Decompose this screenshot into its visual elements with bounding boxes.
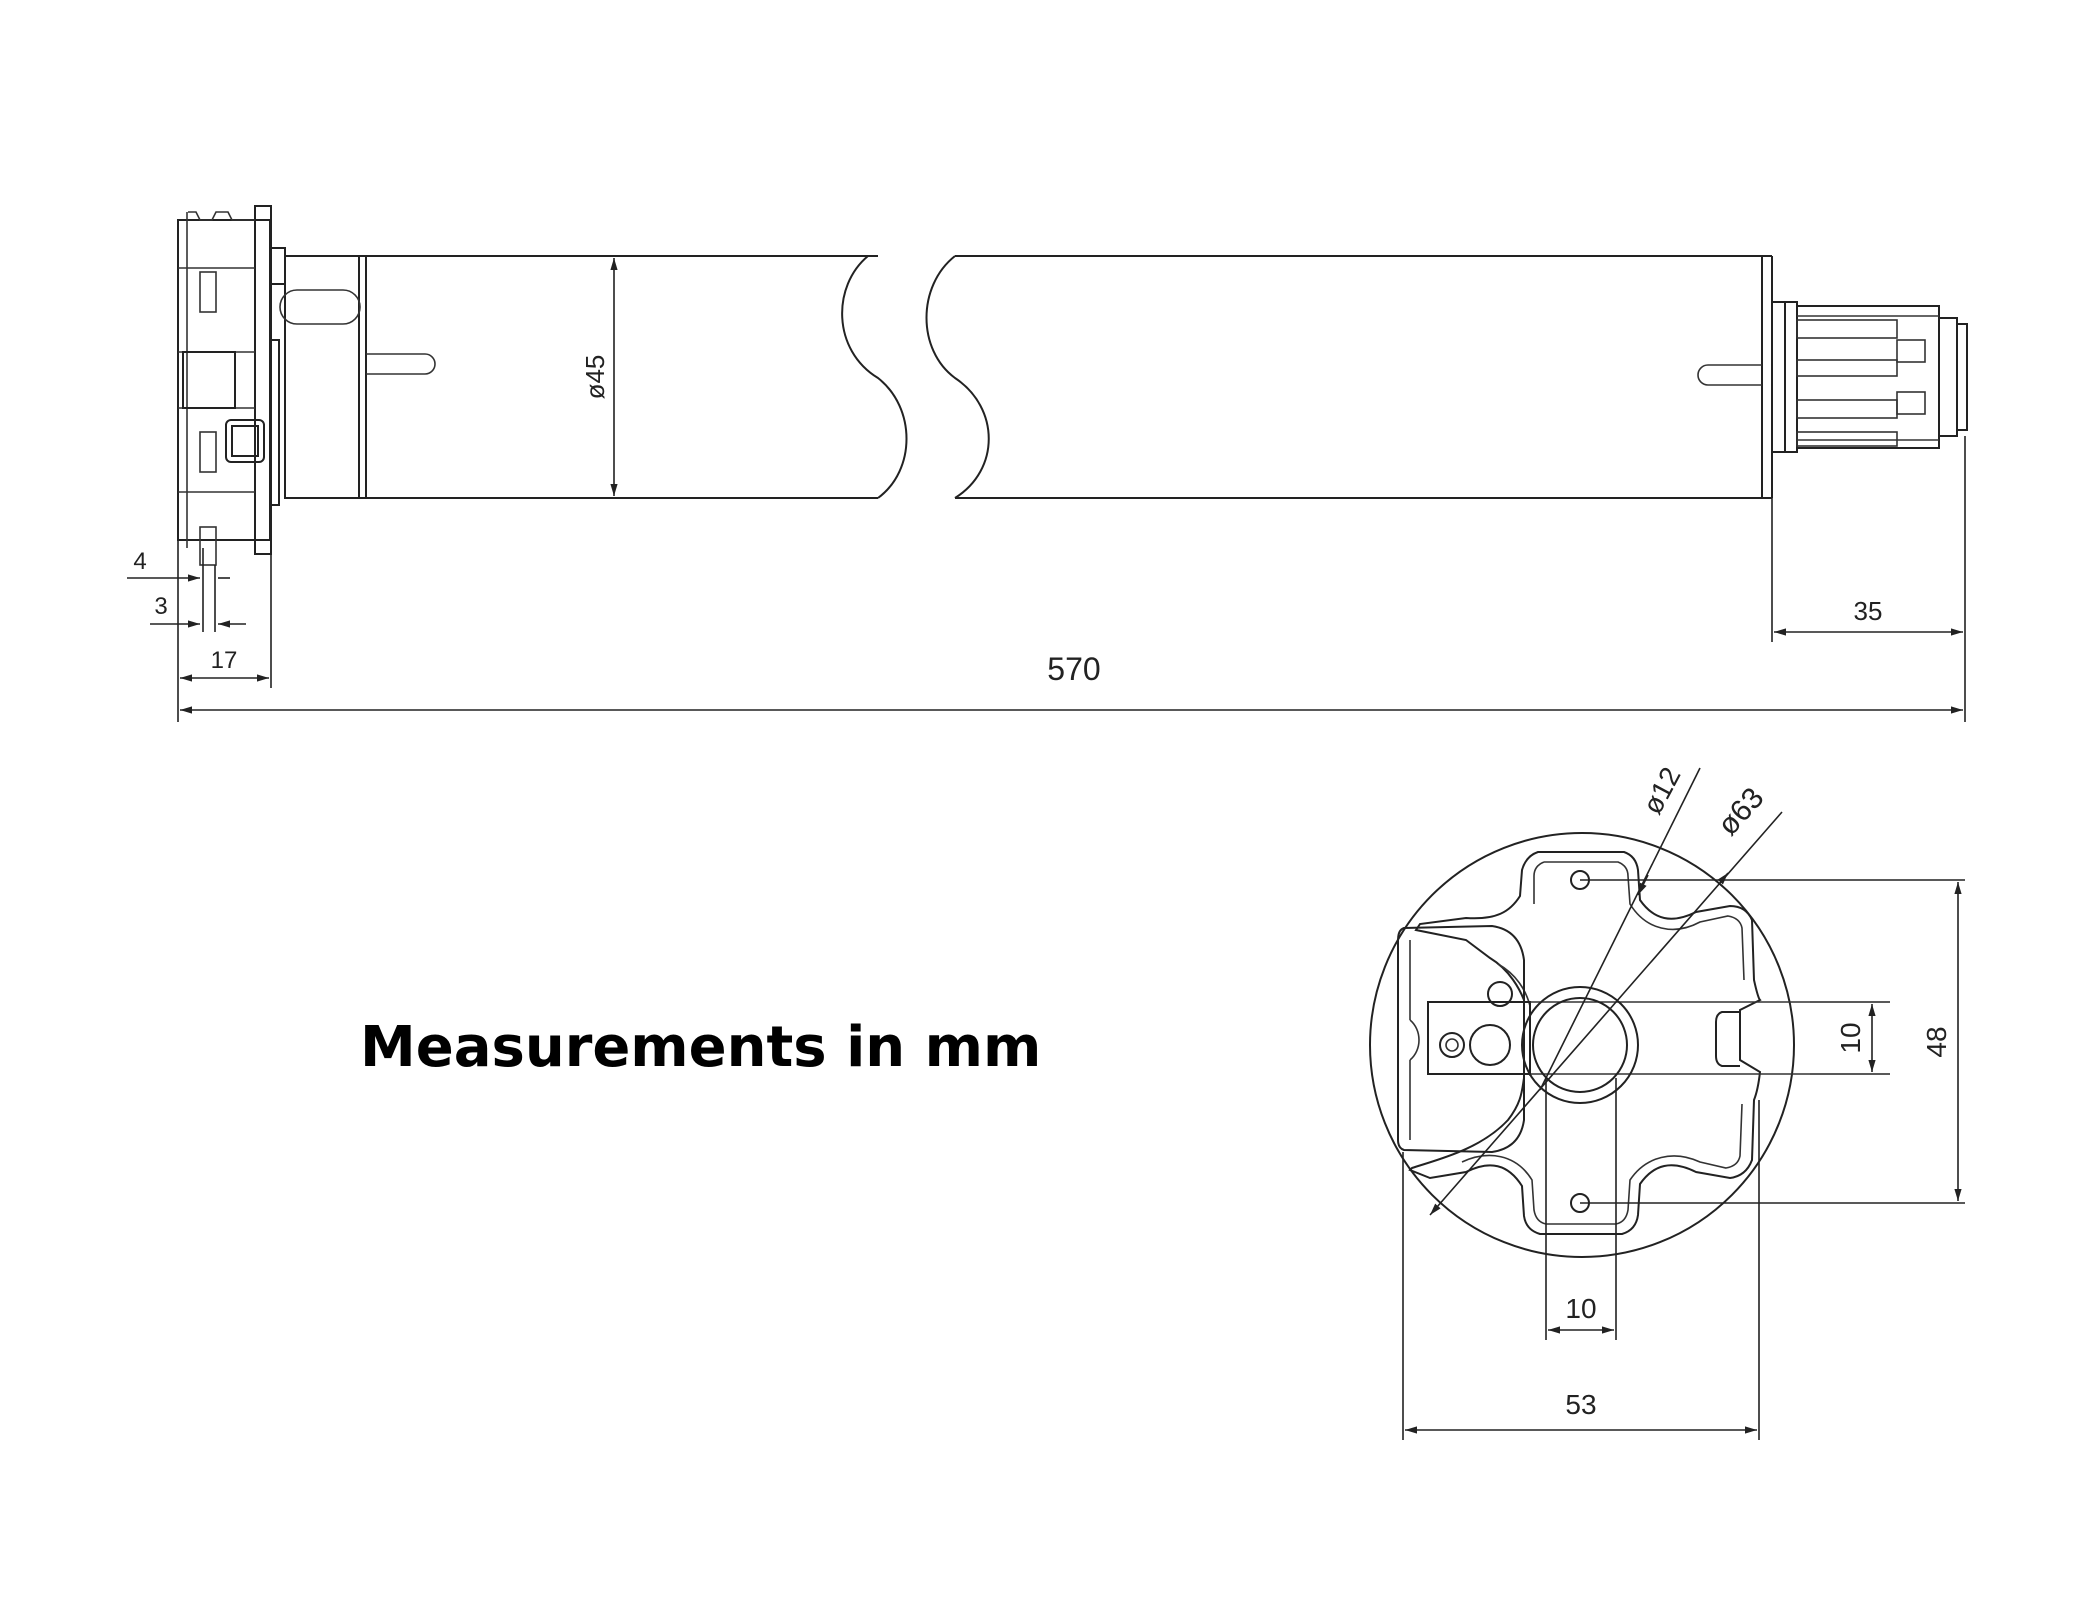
motor-side-view: ø45 4 3 17 35 570 (127, 205, 1968, 722)
dim-hole-diameter: ø12 (1539, 762, 1701, 1091)
dim-head-offsets: 4 3 (127, 548, 246, 632)
dim-overall-length: 570 (180, 651, 1963, 714)
head-star-inner (1461, 861, 1745, 1225)
offset-4-label: 4 (133, 548, 146, 575)
tube-left (359, 255, 908, 499)
dim-drive-length: 35 (1771, 436, 1966, 722)
right-tab (1715, 1011, 1740, 1067)
flange-width-label: 53 (1565, 1389, 1596, 1420)
flange-diameter-label: ø63 (1711, 781, 1770, 842)
dim-slot-width-right: 10 (1835, 1004, 1876, 1072)
measurement-note: Measurements in mm (360, 1015, 1042, 1080)
dim-flange-width: 53 (1405, 1389, 1757, 1434)
hole-spacing-label: 48 (1921, 1026, 1952, 1057)
head-flange (177, 205, 272, 566)
drive-adapter (1772, 301, 1968, 453)
slot-width-bottom-label: 10 (1565, 1293, 1596, 1324)
dim-tube-diameter: ø45 (580, 255, 646, 499)
bracket-plate (1397, 924, 1525, 1154)
drive-length-label: 35 (1854, 596, 1883, 626)
overall-length-label: 570 (1047, 651, 1100, 687)
motor-end-view: ø12 ø63 10 48 10 53 (1369, 762, 1965, 1440)
dim-flange-diameter: ø63 (1429, 781, 1783, 1216)
dim-hole-spacing: 48 (1921, 882, 1962, 1201)
central-hub-outer (1521, 986, 1639, 1104)
offset-3-label: 3 (154, 593, 167, 620)
tube-right (925, 255, 1773, 499)
head-depth-label: 17 (211, 647, 238, 674)
dim-head-depth: 17 (177, 540, 272, 722)
tube-diameter-label: ø45 (580, 355, 610, 400)
central-hub-inner (1532, 997, 1628, 1093)
flange-circle (1369, 832, 1795, 1258)
head-star-outline (1408, 851, 1762, 1235)
dim-slot-width-bottom: 10 (1548, 1293, 1614, 1334)
head-collar (270, 247, 361, 506)
slot-width-right-label: 10 (1835, 1022, 1866, 1053)
